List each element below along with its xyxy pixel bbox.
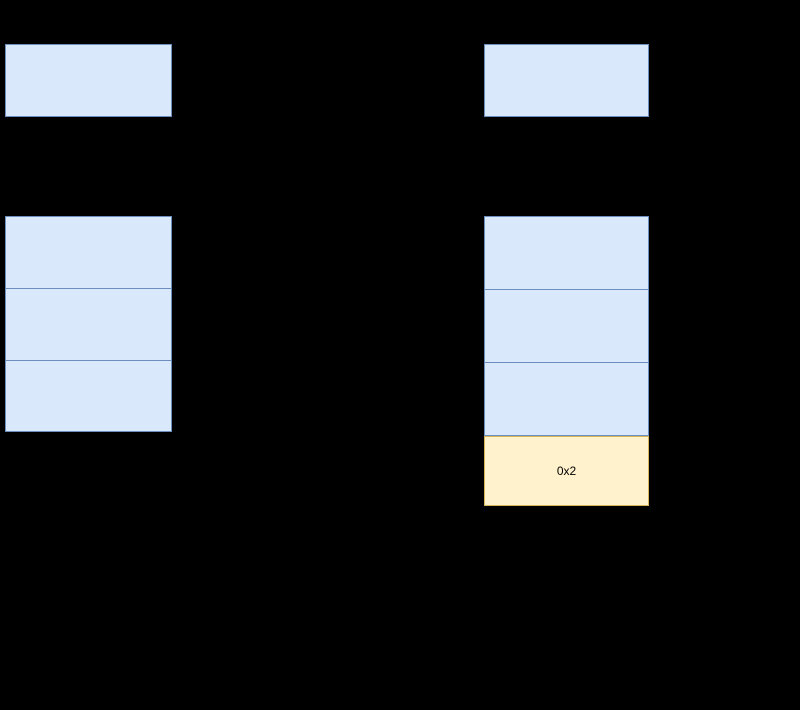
right-stack-cell-3-label: 0x2: [556, 463, 577, 478]
right-stack: 0x2: [484, 216, 649, 506]
top-left-box[interactable]: [5, 44, 172, 117]
left-stack-cell-2[interactable]: [5, 360, 172, 432]
right-stack-cell-0[interactable]: [484, 216, 649, 289]
top-right-box[interactable]: [484, 44, 649, 117]
left-stack: [5, 216, 172, 432]
right-stack-cell-2[interactable]: [484, 362, 649, 436]
right-stack-cell-1[interactable]: [484, 289, 649, 362]
left-stack-cell-1[interactable]: [5, 288, 172, 360]
right-stack-cell-3-highlighted[interactable]: 0x2: [484, 436, 649, 506]
left-stack-cell-0[interactable]: [5, 216, 172, 288]
